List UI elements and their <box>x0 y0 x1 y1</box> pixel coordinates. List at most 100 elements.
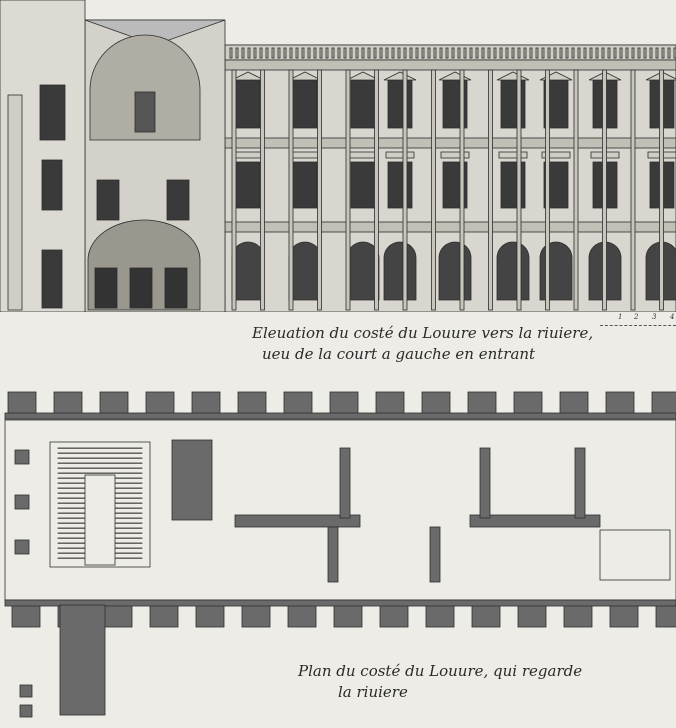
baluster <box>421 47 425 59</box>
baluster <box>445 47 449 59</box>
baluster <box>481 47 485 59</box>
exterior-pier <box>421 391 451 415</box>
baluster <box>649 47 653 59</box>
window-pediment <box>231 71 265 81</box>
baluster <box>577 47 581 59</box>
scale-number: 3 <box>652 313 657 321</box>
interior-wall <box>234 514 361 528</box>
baluster <box>625 47 629 59</box>
lower-window <box>94 267 118 309</box>
pilaster <box>345 69 351 311</box>
baluster <box>493 47 497 59</box>
baluster <box>559 47 563 59</box>
baluster <box>637 47 641 59</box>
baluster <box>367 47 371 59</box>
section-door <box>166 179 190 221</box>
pilaster <box>260 69 265 311</box>
column-base <box>14 449 30 465</box>
wall-mass <box>59 604 106 716</box>
column-base <box>14 494 30 510</box>
exterior-pier <box>149 604 179 628</box>
exterior-pier <box>237 391 267 415</box>
exterior-pier <box>333 604 363 628</box>
elevation-drawing <box>0 0 676 312</box>
baluster <box>499 47 503 59</box>
elevation-caption-line-1: Eleuation du costé du Louure vers la riu… <box>252 324 594 342</box>
plan-caption-line-1: Plan du costé du Louure, qui regarde <box>298 662 583 680</box>
window-cornice <box>440 151 470 159</box>
baluster <box>595 47 599 59</box>
middle-window <box>387 161 413 209</box>
pilaster <box>374 69 379 311</box>
baluster <box>655 47 659 59</box>
exterior-pier <box>375 391 405 415</box>
middle-window <box>235 161 261 209</box>
baluster <box>313 47 317 59</box>
baluster <box>235 47 239 59</box>
pilaster <box>488 69 493 311</box>
baluster <box>661 47 665 59</box>
baluster <box>505 47 509 59</box>
exterior-pier <box>425 604 455 628</box>
baluster <box>619 47 623 59</box>
baluster <box>643 47 647 59</box>
baluster <box>277 47 281 59</box>
baluster <box>523 47 527 59</box>
baluster <box>613 47 617 59</box>
pilaster <box>288 69 294 311</box>
exterior-pier <box>195 604 225 628</box>
exterior-pier <box>471 604 501 628</box>
exterior-pier <box>379 604 409 628</box>
exterior-pier <box>467 391 497 415</box>
window-cornice <box>541 151 571 159</box>
baluster <box>511 47 515 59</box>
pilaster <box>231 69 237 311</box>
middle-window <box>350 161 376 209</box>
ground-arch <box>383 241 417 301</box>
baluster <box>583 47 587 59</box>
baluster <box>415 47 419 59</box>
baluster <box>541 47 545 59</box>
vaulted-chapel <box>89 34 201 141</box>
exterior-pier <box>103 604 133 628</box>
exterior-wall <box>4 599 676 607</box>
roof-truss <box>84 19 226 46</box>
pilaster <box>659 69 664 311</box>
pilaster <box>459 69 465 311</box>
column-base <box>19 704 33 718</box>
baluster <box>571 47 575 59</box>
wall-mass <box>171 439 213 521</box>
baluster <box>601 47 605 59</box>
window-pediment <box>383 71 417 81</box>
baluster <box>469 47 473 59</box>
window-pediment <box>346 71 380 81</box>
baluster <box>535 47 539 59</box>
exterior-pier <box>605 391 635 415</box>
baluster <box>337 47 341 59</box>
window-cornice <box>385 151 415 159</box>
pilaster <box>317 69 322 311</box>
baluster <box>397 47 401 59</box>
baluster <box>529 47 533 59</box>
pilaster <box>431 69 436 311</box>
exterior-pier <box>559 391 589 415</box>
column <box>7 94 23 311</box>
exterior-pier <box>513 391 543 415</box>
partition-wall <box>429 526 441 583</box>
baluster <box>265 47 269 59</box>
baluster <box>385 47 389 59</box>
baluster <box>379 47 383 59</box>
left-window <box>41 159 63 211</box>
partition-wall <box>339 447 351 519</box>
scale-number: 2 <box>634 313 639 321</box>
baluster <box>361 47 365 59</box>
exterior-pier <box>283 391 313 415</box>
pilaster <box>545 69 550 311</box>
left-window <box>41 249 63 309</box>
exterior-pier <box>241 604 271 628</box>
baluster <box>259 47 263 59</box>
baluster <box>355 47 359 59</box>
baluster <box>631 47 635 59</box>
baluster <box>229 47 233 59</box>
